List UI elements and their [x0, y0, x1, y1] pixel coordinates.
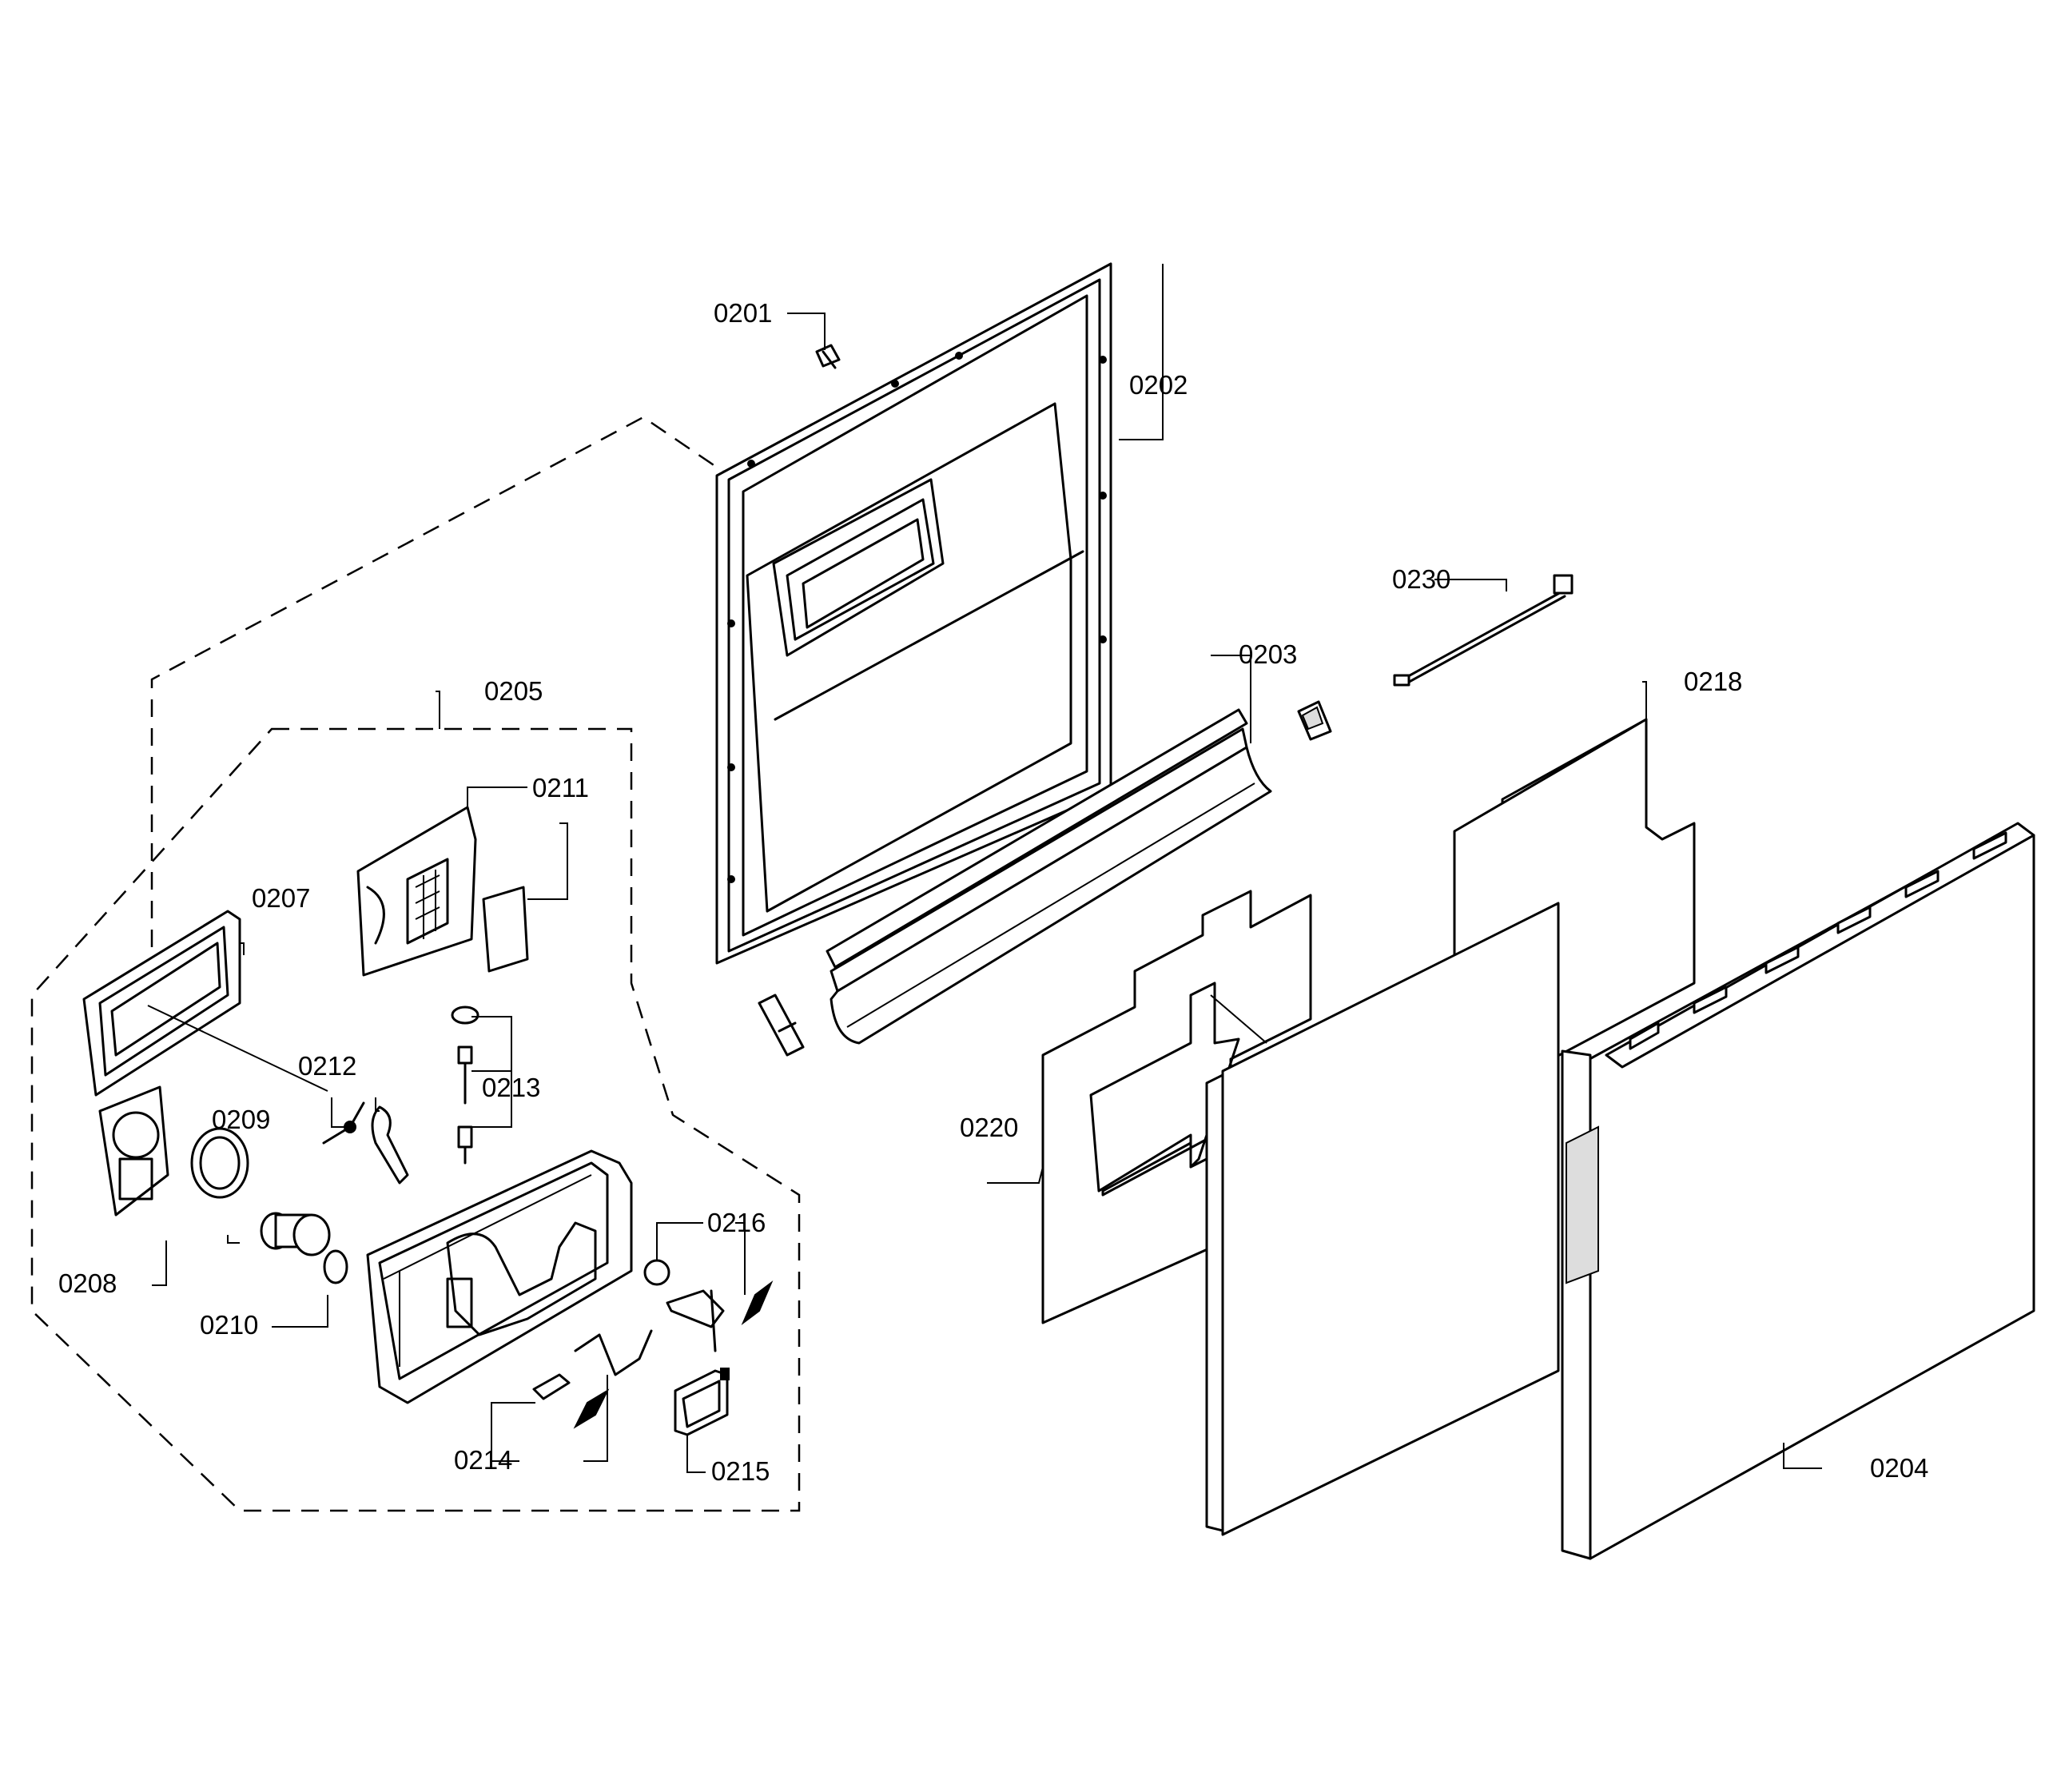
label-0218: 0218 — [1684, 667, 1742, 696]
clip-0201 — [815, 344, 841, 369]
label-0207: 0207 — [252, 883, 310, 913]
label-0216: 0216 — [707, 1208, 766, 1237]
label-0215: 0215 — [711, 1456, 770, 1486]
dispenser-housing — [366, 1149, 633, 1404]
hinge-bracket — [758, 994, 805, 1057]
part-labels: 0201 0202 0203 0230 0218 0205 0211 0207 … — [58, 298, 1928, 1486]
label-0212: 0212 — [298, 1051, 356, 1081]
leader-lines — [147, 264, 1822, 1473]
latch-piece — [1297, 700, 1332, 741]
door-trim-strip — [826, 708, 1272, 1045]
nozzle-0210 — [260, 1212, 348, 1284]
label-0214: 0214 — [454, 1445, 512, 1475]
cable-0230 — [1393, 574, 1574, 687]
front-panel-0204 — [1561, 822, 2035, 1560]
label-0205: 0205 — [484, 676, 543, 706]
label-0213: 0213 — [482, 1073, 540, 1102]
label-0201: 0201 — [714, 298, 772, 328]
label-0211: 0211 — [532, 773, 589, 802]
lid-gasket — [482, 886, 529, 973]
ring-0209 — [190, 1127, 249, 1199]
label-0230: 0230 — [1392, 564, 1450, 594]
label-0220: 0220 — [960, 1113, 1018, 1142]
assembly-outline-0205 — [30, 416, 801, 1512]
switch-0215 — [674, 1368, 730, 1436]
spring-lever-0212 — [322, 1101, 409, 1185]
label-0202: 0202 — [1129, 370, 1188, 400]
cover-0208 — [98, 1085, 169, 1217]
label-0208: 0208 — [58, 1268, 117, 1298]
label-0210: 0210 — [200, 1310, 258, 1340]
pins-0213 — [451, 1006, 479, 1165]
inner-door-panel — [715, 262, 1112, 965]
dispenser-lid-0211 — [356, 806, 477, 977]
label-0204: 0204 — [1870, 1453, 1928, 1483]
window-frame-0207 — [82, 910, 241, 1097]
parts-0214 — [532, 1329, 653, 1429]
label-0209: 0209 — [212, 1105, 270, 1134]
label-0203: 0203 — [1239, 639, 1297, 669]
ball-parts-0216 — [643, 1259, 774, 1352]
outer-front-panel — [1205, 902, 1560, 1536]
